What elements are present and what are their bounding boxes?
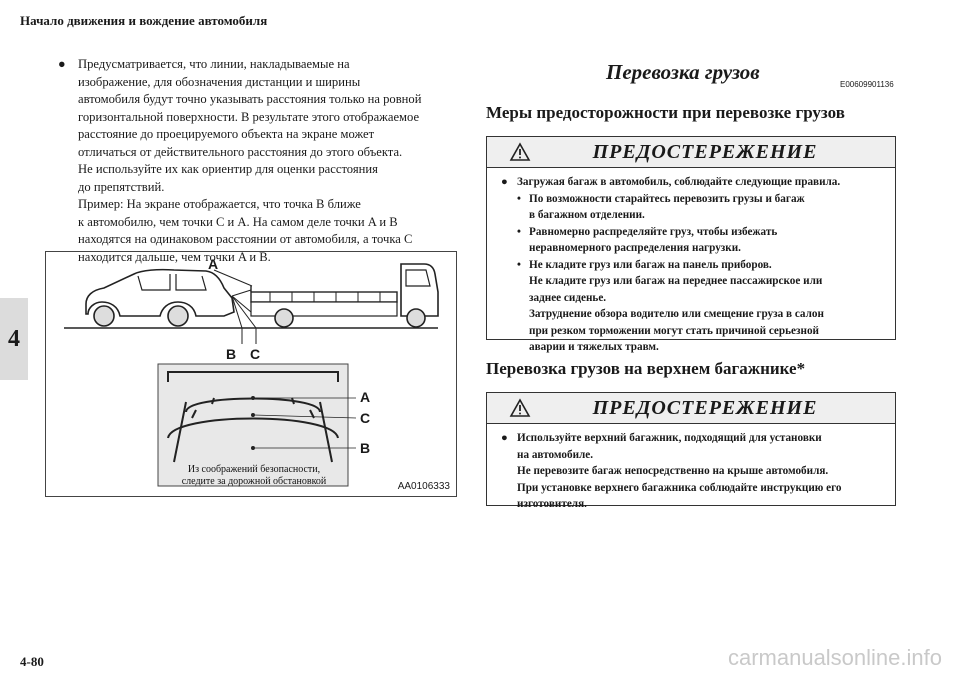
label-a-screen: A [360,389,371,405]
label-c-screen: C [360,410,371,426]
warning-box: ПРЕДОСТЕРЕЖЕНИЕ ● Загружая багаж в автомо… [486,136,896,353]
warning-box: ПРЕДОСТЕРЕЖЕНИЕ ● Используйте верхний баг… [486,392,896,510]
text-line: изображение, для обозначения дистанции и… [78,74,361,89]
warning-text: Загружая багаж в автомобиль, соблюдайте … [517,176,841,188]
warning-text: на автомобиле. [517,448,594,461]
warning-text: Равномерно распределяйте груз, чтобы изб… [529,225,778,238]
warning-text: Затруднение обзора водителю или смещение… [529,308,824,320]
bullet-icon: • [517,192,521,205]
warning-text: неравномерного распределения нагрузки. [529,242,741,254]
screen-caption: Из соображений безопасности, следите за … [164,464,344,488]
chapter-tab: 4 [0,298,28,380]
bullet-icon: • [517,258,521,271]
warning-triangle-icon [509,142,531,161]
subsection-title: Меры предосторожности при перевозке груз… [486,103,845,122]
text-line: расстояние до проецируемого объекта на э… [78,127,375,141]
warning-title: ПРЕДОСТЕРЕЖЕНИЕ [592,396,818,419]
warning-text: Используйте верхний багажник, подходящий… [517,432,822,444]
camera-distance-figure: A B C A C B Из соображений безопасности,… [45,251,457,497]
bullet-icon: • [517,225,521,238]
intro-paragraph: ● Предусматривается, что линии, накладыв… [58,56,470,266]
warning-text: изготовителя. [517,498,587,510]
label-c: C [250,346,261,362]
warning-text: в багажном отделении. [529,209,645,221]
warning-text: заднее сиденье. [529,291,607,304]
section-title: Перевозка грузов [606,60,760,84]
warning-text: По возможности старайтесь перевозить гру… [529,192,805,205]
subsection-title: Перевозка грузов на верхнем багажнике* [486,359,806,378]
page-number: 4-80 [20,654,44,669]
warning-triangle-icon [509,398,531,417]
warning-body: ● Используйте верхний багажник, подходящи… [487,424,895,519]
watermark: carmanualsonline.info [727,645,942,670]
label-b-screen: B [360,440,371,456]
warning-text: Не кладите груз или багаж на переднее па… [529,275,823,287]
warning-text: аварии и тяжелых травм. [529,341,659,353]
bullet-icon: ● [58,57,66,71]
warning-header: ПРЕДОСТЕРЕЖЕНИЕ [487,393,895,424]
warning-text: при резком торможении могут стать причин… [529,324,819,337]
bullet-icon: ● [501,176,508,188]
bullet-icon: ● [501,432,508,444]
text-line: Не используйте их как ориентир для оценк… [78,162,378,176]
label-b: B [226,346,237,362]
text-line: к автомобилю, чем точки C и A. На самом … [78,214,398,229]
text-line: Предусматривается, что линии, накладывае… [78,57,350,71]
running-header: Начало движения и вождение автомобиля [20,13,268,28]
warning-header: ПРЕДОСТЕРЕЖЕНИЕ [487,137,895,168]
figure-code: AA0106333 [397,481,450,492]
text-line: находится дальше, чем точки A и B. [78,249,271,264]
warning-text: Не перевозите багаж непосредственно на к… [517,465,829,477]
figure-illustration [64,263,439,487]
text-line: до препятствий. [78,179,165,194]
label-a-top: A [208,256,219,272]
text-line: автомобиля будут точно указывать расстоя… [78,92,422,106]
warning-text: Не кладите груз или багаж на панель приб… [529,258,772,271]
warning-title: ПРЕДОСТЕРЕЖЕНИЕ [592,140,818,163]
text-line: отличаться от действительного расстояния… [78,144,403,159]
warning-text: При установке верхнего багажника соблюда… [517,481,842,494]
section-code: E00609901136 [840,80,894,89]
text-line: Пример: На экране отображается, что точк… [78,197,361,211]
text-line: горизонтальной поверхности. В результате… [78,109,420,124]
caption-line: следите за дорожной обстановкой [181,476,327,487]
warning-body: ● Загружая багаж в автомобиль, соблюдайте… [487,168,895,362]
caption-line: Из соображений безопасности, [187,464,321,475]
text-line: находятся на одинаковом расстоянии от ав… [78,232,413,246]
